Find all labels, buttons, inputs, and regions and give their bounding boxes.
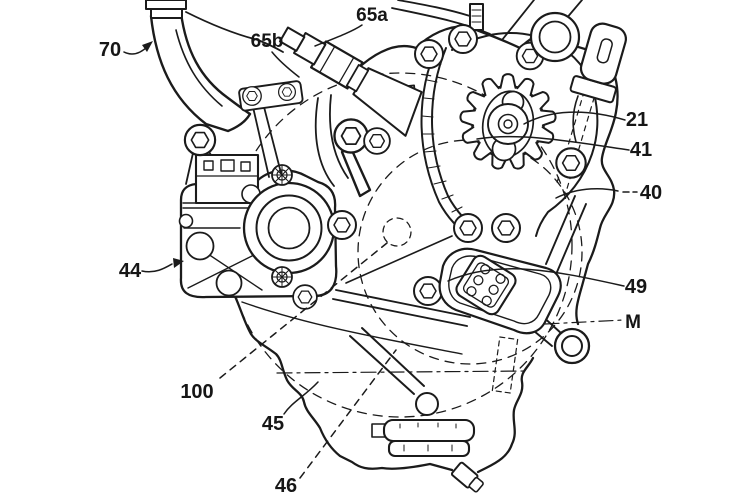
case-bolt-a: [333, 118, 369, 154]
sprocket-hub: [481, 90, 535, 162]
ref-label-21: 21: [626, 109, 648, 131]
crankcase-outline: [231, 3, 619, 474]
arrowhead-44: [173, 258, 184, 268]
cover-bolt-left: [327, 210, 357, 240]
oil-pan: [349, 327, 484, 493]
motor-axis-line: [544, 319, 625, 325]
cover-bolt-d: [491, 213, 521, 243]
intake-pipe: [145, 0, 252, 133]
electrical-connector: [455, 254, 517, 316]
hidden-boss-rect: [491, 336, 519, 394]
leader-lines: [123, 24, 638, 479]
stay-eyelet: [553, 327, 591, 365]
arrowhead-70: [142, 41, 153, 52]
bearing-boss: [529, 11, 581, 63]
pipe-clamp-bolts: [238, 80, 304, 178]
pump-cover: [242, 181, 336, 275]
sensor-body-upper-right: [569, 22, 627, 104]
ref-label-45: 45: [262, 413, 284, 435]
sensor-assembly: [278, 26, 423, 137]
connector-pod: [438, 247, 562, 335]
oil-passage-circle: [382, 217, 412, 247]
center-lines: [276, 319, 625, 374]
top-tab: [469, 3, 484, 31]
ref-label-65a: 65a: [356, 5, 388, 26]
drive-sprocket: [458, 73, 558, 172]
ref-label-M: M: [625, 312, 641, 333]
cover-bolt-c: [453, 213, 483, 243]
cover-bolts-top: [414, 11, 587, 179]
ref-label-40: 40: [640, 182, 662, 204]
stay-bracket: [332, 195, 587, 347]
starter-pump-assembly: [178, 151, 338, 310]
reference-labels: 70 65a 65b 21 41 40 44 45 46 49 100 M: [99, 5, 662, 493]
ref-label-65b: 65b: [251, 31, 284, 52]
ref-label-70: 70: [99, 39, 121, 61]
flange-bolt-left: [183, 123, 217, 157]
ref-label-46: 46: [275, 475, 297, 493]
cover-bolt-e: [413, 276, 443, 306]
ref-label-49: 49: [625, 276, 647, 298]
case-bolt-b: [363, 127, 391, 155]
ref-label-100: 100: [180, 381, 213, 403]
ref-label-44: 44: [119, 260, 142, 282]
ref-label-41: 41: [630, 139, 652, 161]
drain-bolt: [450, 461, 484, 493]
tensioner-blade: [340, 144, 372, 198]
